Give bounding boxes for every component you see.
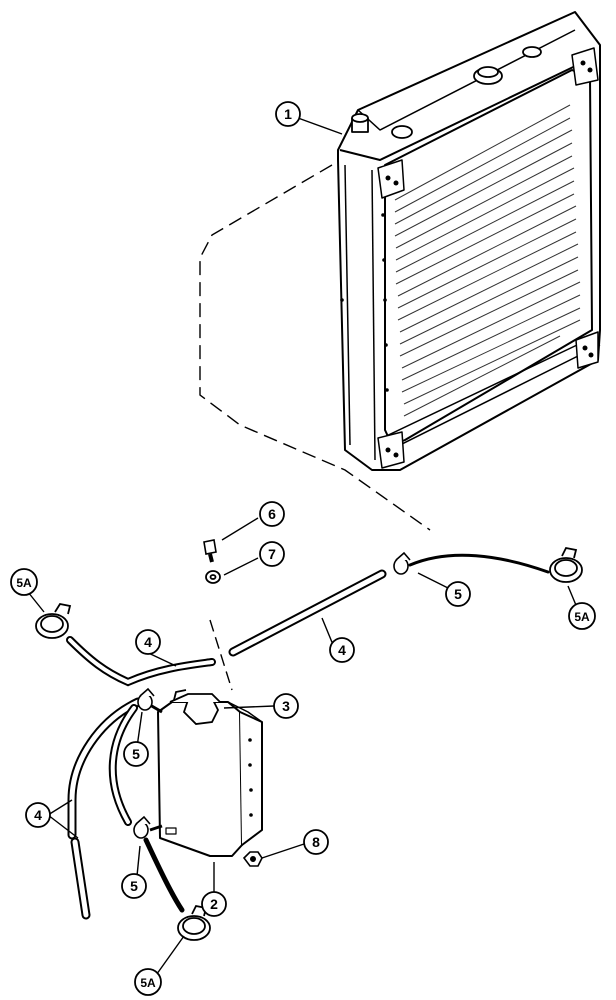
svg-text:4: 4 xyxy=(34,807,42,823)
reservoir-cap xyxy=(169,689,221,725)
svg-text:5A: 5A xyxy=(16,576,32,590)
radiator-core-fins xyxy=(394,104,581,417)
callout-4-left: 4 xyxy=(25,802,51,828)
hose-radiator-overflow xyxy=(408,553,550,574)
svg-text:5A: 5A xyxy=(574,610,590,624)
clamp-reservoir-bottom xyxy=(133,815,151,839)
callout-5-middle: 5 xyxy=(123,741,149,767)
radiator-corner-brackets xyxy=(377,47,599,469)
washer xyxy=(205,570,221,584)
svg-text:3: 3 xyxy=(282,698,290,714)
nut xyxy=(242,851,263,867)
callout-3: 3 xyxy=(273,693,299,719)
callout-4-right: 4 xyxy=(329,637,355,663)
svg-text:2: 2 xyxy=(210,896,218,912)
svg-text:1: 1 xyxy=(284,106,292,122)
callout-5-right: 5 xyxy=(445,581,471,607)
radiator-filler-neck xyxy=(351,46,542,139)
phantom-connection-line-short xyxy=(209,619,233,691)
clamp-5a-bottom xyxy=(177,904,211,941)
hose-lower xyxy=(143,837,185,913)
radiator xyxy=(337,11,601,471)
callout-5a-upper-left: 5A xyxy=(10,568,38,596)
clamp-5a-upper-left xyxy=(35,602,72,639)
callout-7: 7 xyxy=(259,541,285,567)
bolt xyxy=(203,539,217,563)
clamp-5a-right xyxy=(549,546,583,583)
callout-5a-right: 5A xyxy=(568,602,596,630)
clamp-reservoir-top xyxy=(137,687,155,711)
hoses xyxy=(66,553,550,920)
svg-text:5A: 5A xyxy=(140,976,156,990)
svg-text:4: 4 xyxy=(144,634,152,650)
callout-2: 2 xyxy=(201,891,227,917)
callout-8: 8 xyxy=(303,829,329,855)
svg-text:5: 5 xyxy=(132,746,140,762)
clamp-radiator-hose xyxy=(393,551,411,575)
callout-1: 1 xyxy=(275,101,301,127)
callout-5-bottom: 5 xyxy=(121,873,147,899)
svg-text:6: 6 xyxy=(268,506,276,522)
svg-text:5: 5 xyxy=(130,878,138,894)
svg-text:4: 4 xyxy=(338,642,346,658)
phantom-connection-line xyxy=(199,164,431,531)
svg-text:5: 5 xyxy=(454,586,462,602)
clamps-large xyxy=(35,546,583,941)
clamps-small xyxy=(133,551,411,839)
callout-4-top: 4 xyxy=(135,629,161,655)
callout-6: 6 xyxy=(259,501,285,527)
callout-5a-bottom: 5A xyxy=(134,968,162,996)
svg-text:7: 7 xyxy=(268,546,276,562)
svg-text:8: 8 xyxy=(312,834,320,850)
coolant-reservoir xyxy=(149,701,263,857)
